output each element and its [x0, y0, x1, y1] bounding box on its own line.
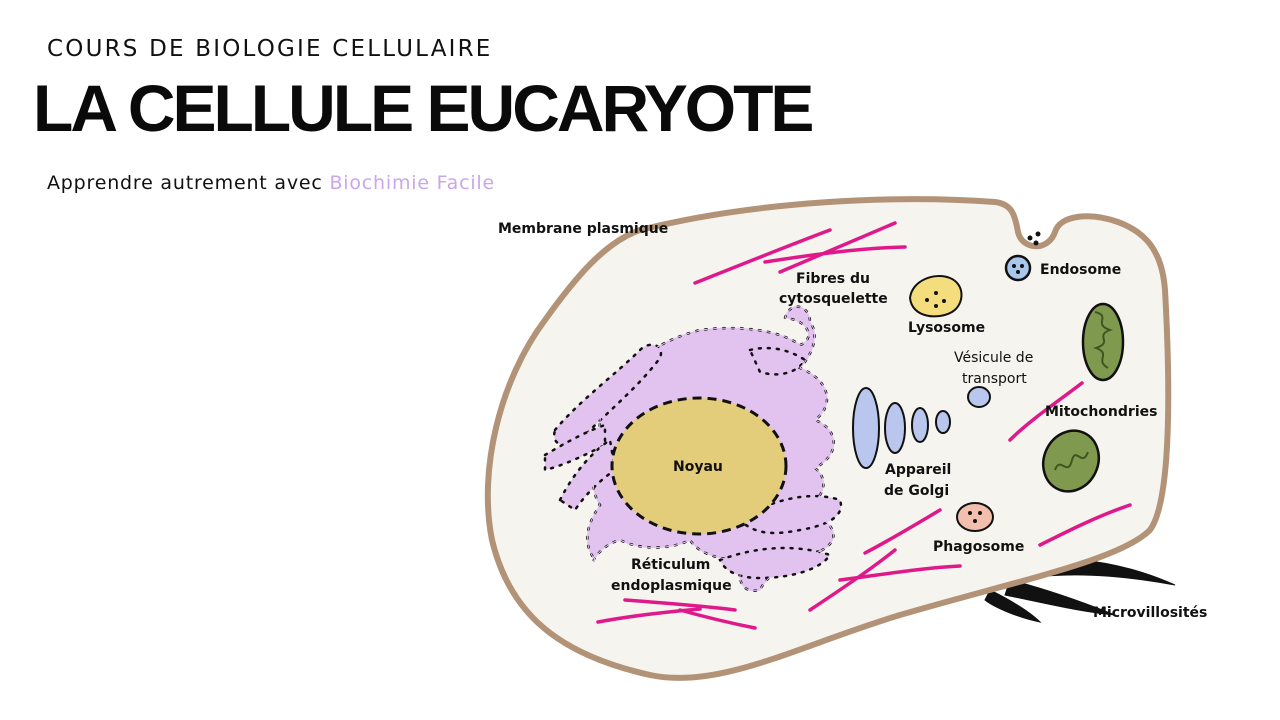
nucleus: [610, 396, 788, 536]
label-membrane: Membrane plasmique: [498, 221, 668, 237]
label-golgi-1: Appareil: [885, 462, 951, 478]
label-reticulum-2: endoplasmique: [611, 578, 732, 594]
label-reticulum-1: Réticulum: [631, 557, 710, 573]
label-cytoskeleton-1: Fibres du: [796, 271, 870, 287]
label-vesicle-2: transport: [962, 371, 1027, 387]
subtitle-text: Apprendre autrement avec: [47, 172, 330, 194]
label-mitochondria: Mitochondries: [1045, 404, 1157, 420]
label-microvilli: Microvillosités: [1093, 605, 1207, 621]
label-endosome: Endosome: [1040, 262, 1121, 278]
course-kicker: COURS DE BIOLOGIE CELLULAIRE: [47, 36, 493, 62]
er-lumen-outline: [586, 306, 835, 592]
subtitle: Apprendre autrement avec Biochimie Facil…: [47, 172, 495, 194]
endocytosis-dots: [1027, 231, 1041, 246]
mitochondrion-top: [1081, 302, 1125, 382]
label-lysosome: Lysosome: [908, 320, 985, 336]
endosome: [1004, 254, 1032, 282]
phagosome: [956, 502, 994, 532]
label-nucleus: Noyau: [673, 459, 723, 475]
brand-name: Biochimie Facile: [329, 172, 495, 194]
cytoskeleton-fibres: [596, 221, 1132, 630]
label-cytoskeleton-2: cytosquelette: [779, 291, 888, 307]
lysosome: [908, 275, 963, 318]
golgi-apparatus: [852, 387, 951, 469]
label-vesicle-1: Vésicule de: [954, 350, 1033, 366]
label-phagosome: Phagosome: [933, 539, 1024, 555]
mitochondrion-bottom: [1041, 429, 1101, 493]
transport-vesicle: [967, 386, 991, 408]
page-title: LA CELLULE EUCARYOTE: [33, 71, 814, 145]
label-golgi-2: de Golgi: [884, 483, 949, 499]
